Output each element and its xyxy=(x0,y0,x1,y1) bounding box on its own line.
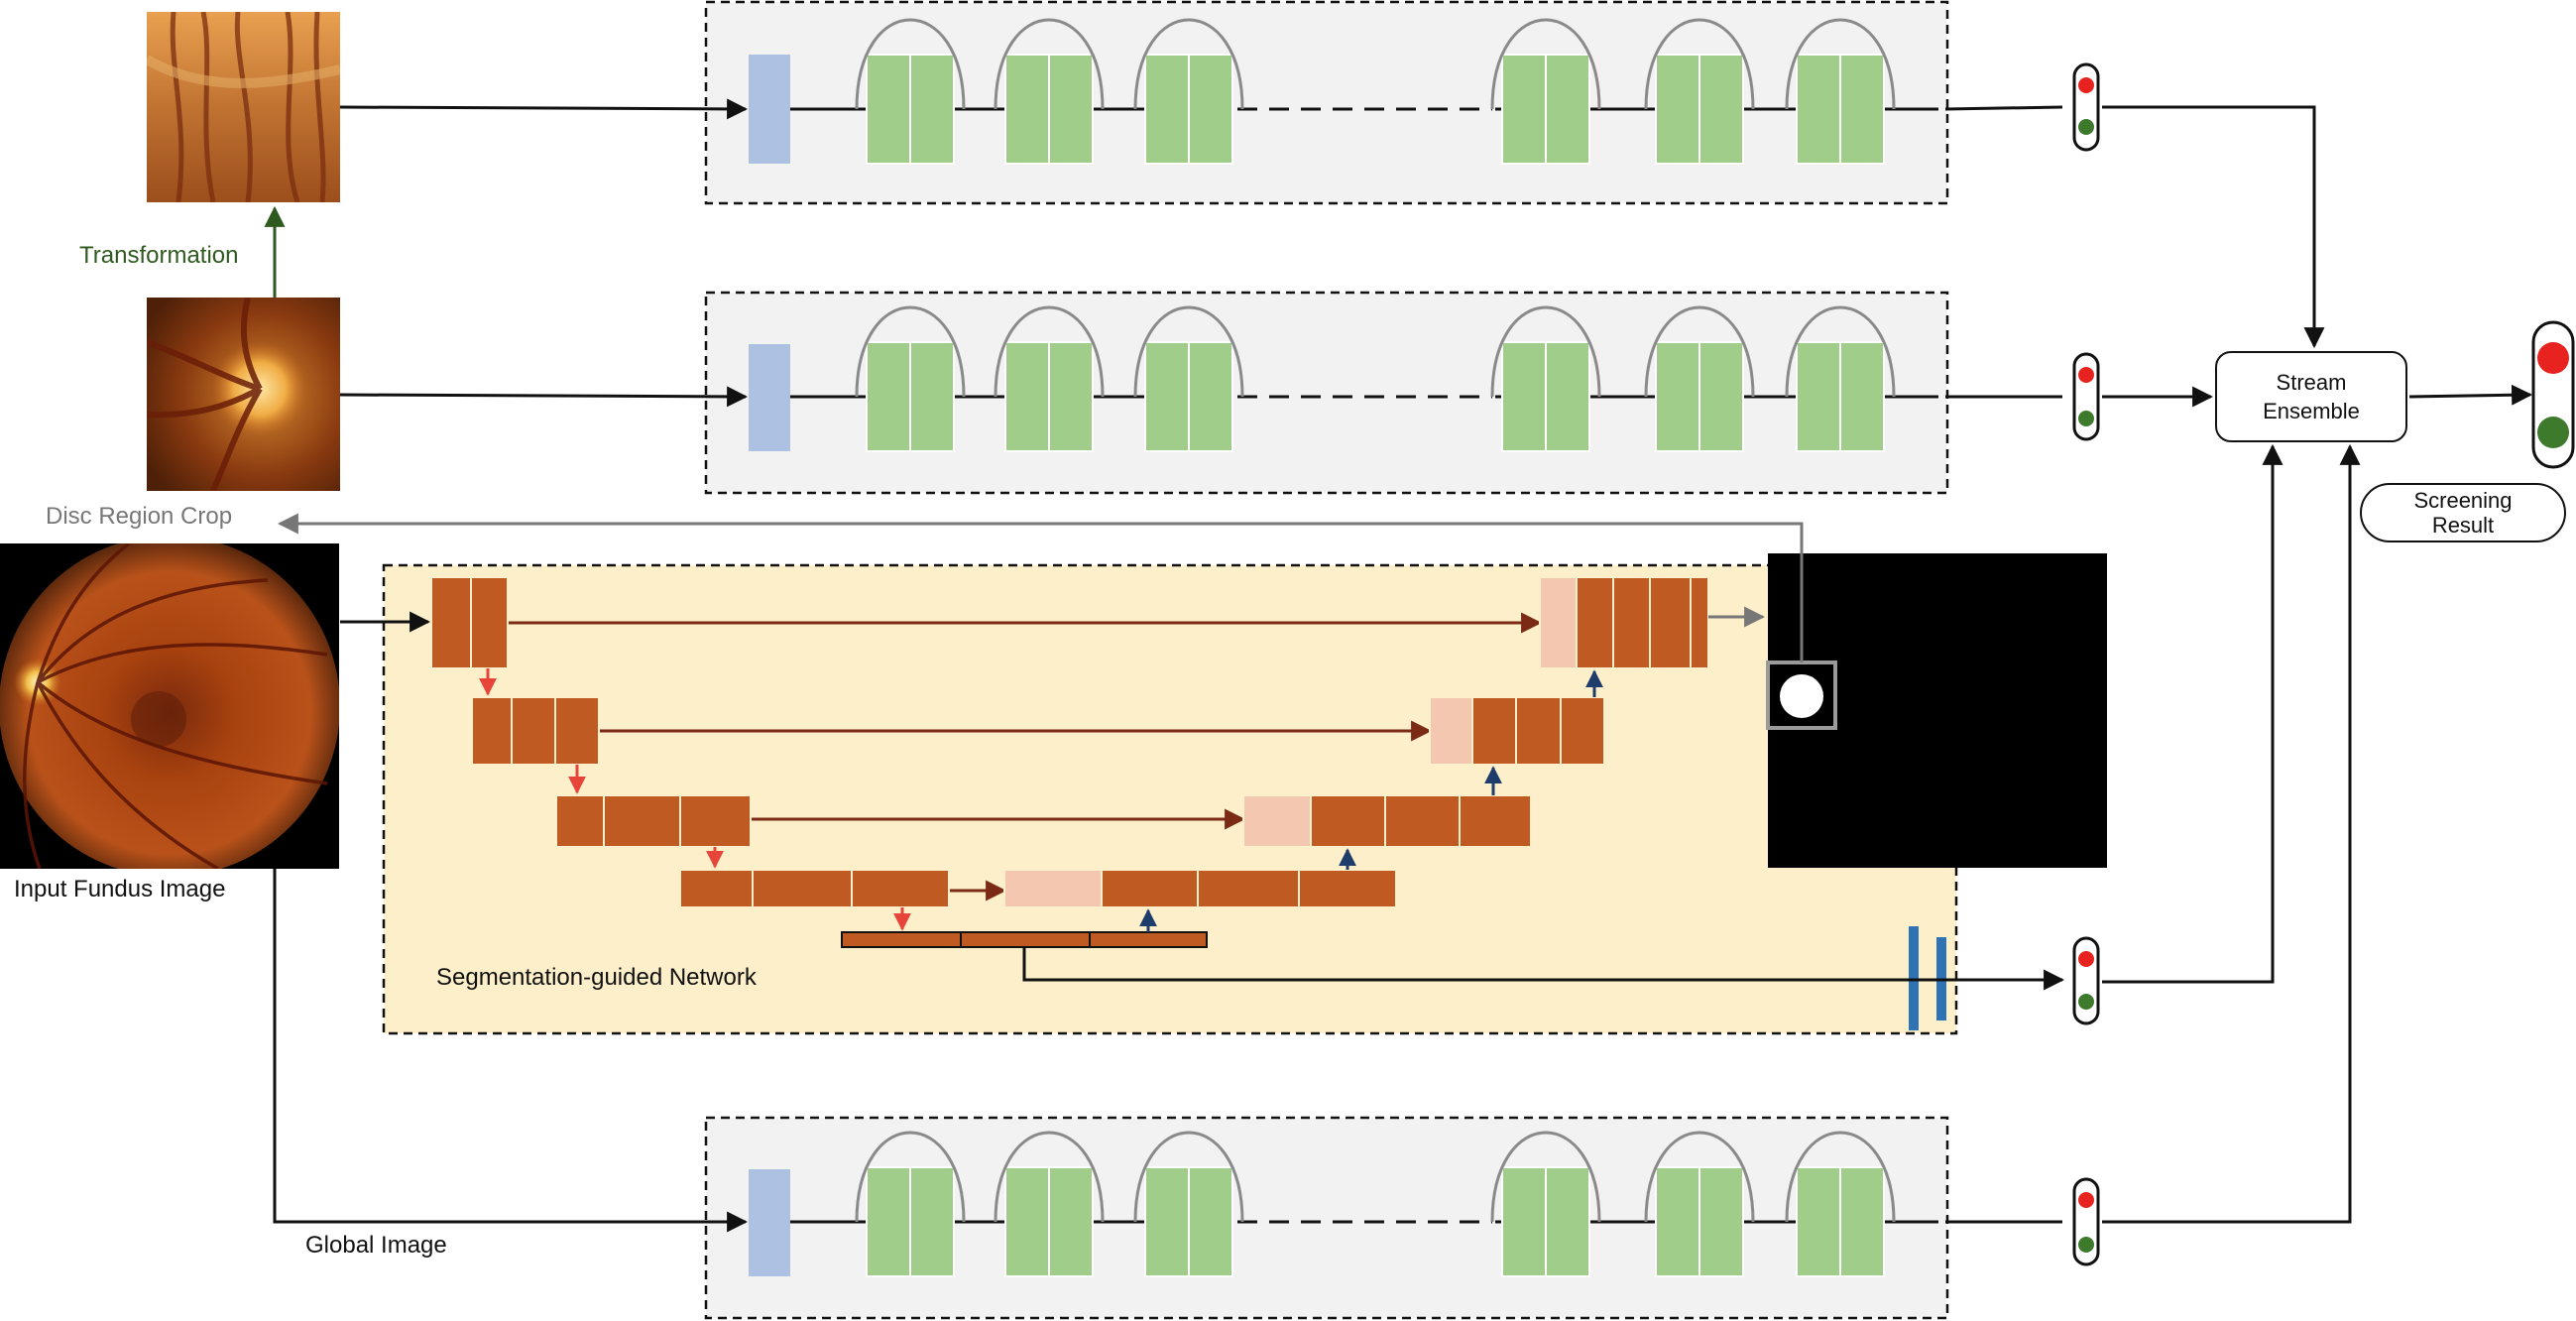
traffic-light-icon xyxy=(2072,1177,2100,1266)
input-block xyxy=(749,1169,790,1276)
stream-global-blocks xyxy=(749,1131,1938,1277)
unet xyxy=(430,576,1946,1030)
traffic-light-icon xyxy=(2072,352,2100,441)
input-block xyxy=(749,344,790,451)
connectors xyxy=(264,98,2533,1233)
global-image-label: Global Image xyxy=(305,1232,447,1259)
stream-polar-blocks xyxy=(749,18,1938,165)
traffic-light-icon xyxy=(2072,62,2100,152)
screening-result-node: Screening Result xyxy=(2360,483,2566,542)
stream-ensemble-label-line1: Stream xyxy=(2276,370,2347,395)
segmentation-guided-network-label: Segmentation-guided Network xyxy=(436,964,757,991)
segmentation-mask-image xyxy=(1766,553,2107,868)
screening-result-label-line2: Result xyxy=(2431,513,2495,538)
disc-crop-image xyxy=(147,298,340,491)
traffic-light-icon xyxy=(2072,936,2100,1025)
result-traffic-light-icon xyxy=(2531,320,2575,469)
input-block xyxy=(749,55,790,164)
stream-ensemble-label-line2: Ensemble xyxy=(2263,399,2360,423)
transformation-label: Transformation xyxy=(79,242,239,269)
screening-result-label-line1: Screening xyxy=(2413,488,2513,513)
input-fundus-image-label: Input Fundus Image xyxy=(14,876,226,902)
polar-transformed-image xyxy=(147,12,340,202)
stream-ensemble-node: Stream Ensemble xyxy=(2215,351,2407,442)
fundus-image xyxy=(0,543,339,869)
stream-disc-blocks xyxy=(749,305,1938,452)
disc-region-crop-label: Disc Region Crop xyxy=(46,503,233,530)
